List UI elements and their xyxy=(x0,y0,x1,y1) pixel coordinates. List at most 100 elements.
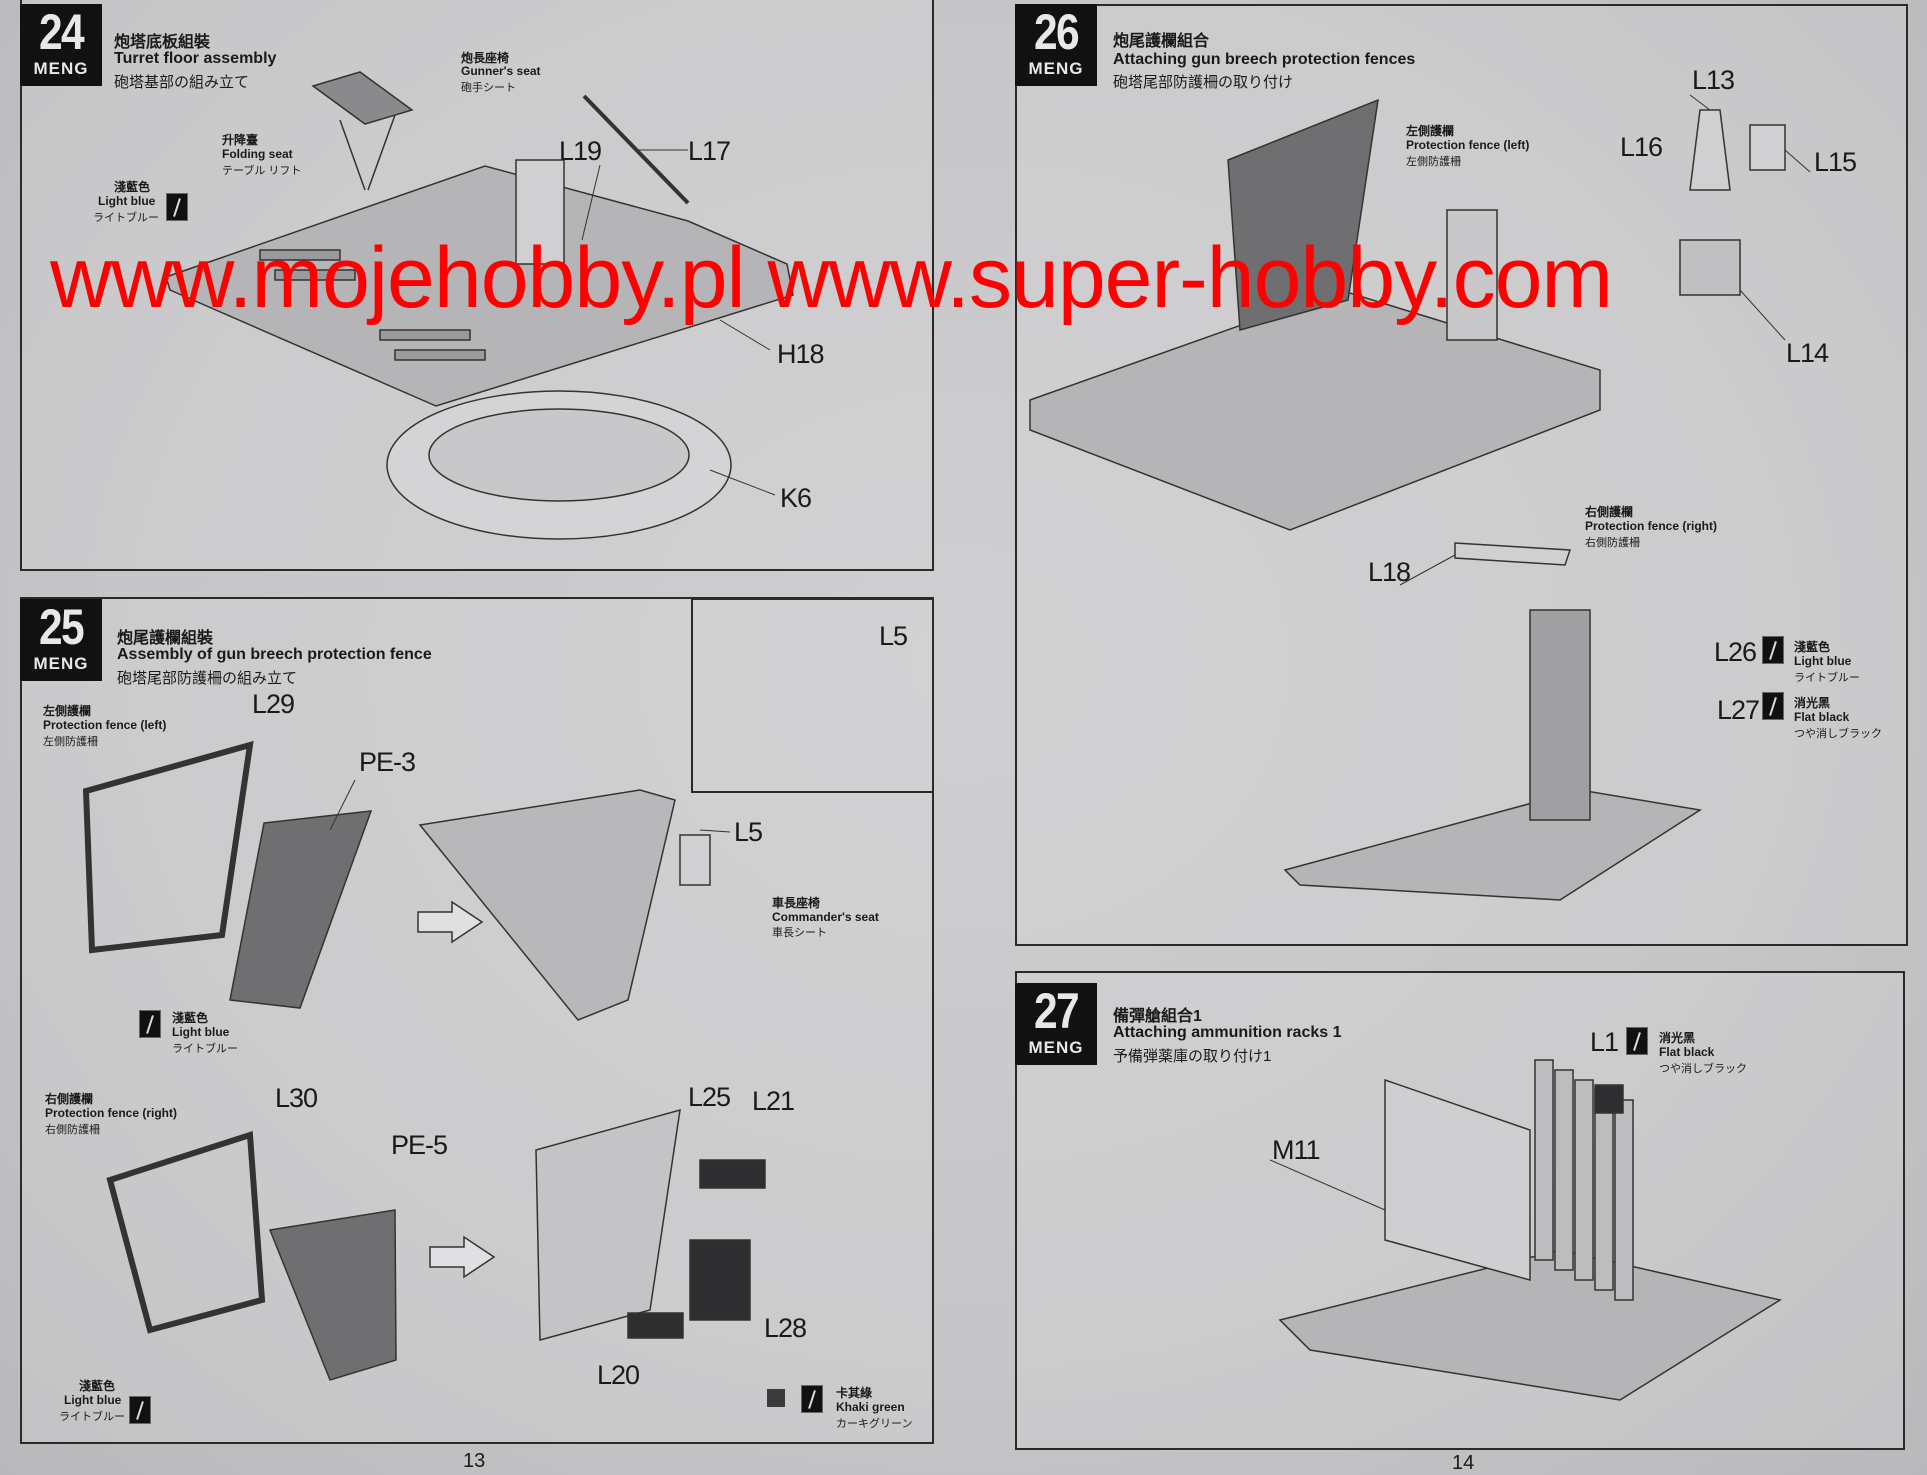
paint-ja: つや消しブラック xyxy=(1794,728,1882,740)
paint-brush-icon xyxy=(166,193,188,221)
paint-brush-icon xyxy=(129,1396,151,1424)
part-l13 xyxy=(1689,109,1731,191)
part-label: L1 xyxy=(1590,1027,1619,1057)
step-title-zh: 炮尾護欄組裝 xyxy=(117,630,214,647)
page-number-right: 14 xyxy=(1452,1452,1475,1474)
paint-brush-icon xyxy=(139,1010,161,1038)
part-label: L20 xyxy=(597,1360,640,1390)
part-label: L19 xyxy=(559,136,602,166)
callout-en: Gunner's seat xyxy=(461,64,541,78)
callout-ja: 左側防護柵 xyxy=(43,736,98,748)
step-title-zh: 炮塔底板組裝 xyxy=(114,34,211,51)
callout-ja: 砲手シート xyxy=(461,82,516,94)
frame-left xyxy=(82,740,254,954)
callout-ja: 右側防護柵 xyxy=(45,1124,100,1136)
paint-en: Flat black xyxy=(1659,1045,1715,1059)
meng-logo: MENG xyxy=(1028,1038,1084,1057)
paint-ja: ライトブルー xyxy=(59,1411,125,1423)
part-label: L25 xyxy=(688,1082,731,1112)
step-title-ja: 砲塔基部の組み立て xyxy=(114,74,250,91)
khaki-green-swatch xyxy=(767,1389,785,1407)
fence-right xyxy=(1529,609,1591,821)
part-label: L13 xyxy=(1692,65,1735,95)
part-label: L28 xyxy=(764,1313,807,1343)
part-label: PE-5 xyxy=(391,1130,448,1160)
callout-zh: 右側護欄 xyxy=(1585,505,1634,519)
step-number: 24 xyxy=(39,4,85,60)
callout-ja: 右側防護柵 xyxy=(1585,537,1640,549)
part-l18 xyxy=(1454,542,1572,566)
callout-en: Commander's seat xyxy=(772,910,879,924)
paint-brush-icon xyxy=(1762,636,1784,664)
part-label: L15 xyxy=(1814,147,1857,177)
paint-brush-icon xyxy=(1762,692,1784,720)
gunners-seat xyxy=(515,159,565,265)
mesh-pe5 xyxy=(268,1209,397,1381)
callout-zh: 炮長座椅 xyxy=(461,51,510,65)
part-label: L5 xyxy=(734,817,763,847)
step-title-zh: 備彈艙組合1 xyxy=(1113,1008,1202,1025)
step-number: 26 xyxy=(1034,4,1080,60)
paint-en: Khaki green xyxy=(836,1400,905,1414)
watermark-text: www.mojehobby.pl www.super-hobby.com xyxy=(50,230,1613,326)
meng-logo: MENG xyxy=(33,654,89,673)
callout-zh: 升降臺 xyxy=(222,133,259,147)
paint-ja: カーキグリーン xyxy=(836,1418,913,1430)
callout-en: Protection fence (right) xyxy=(1585,519,1718,533)
part-label: L26 xyxy=(1714,637,1757,667)
part-label: PE-3 xyxy=(359,747,416,777)
arrow-hollow xyxy=(417,900,484,944)
folding-seat xyxy=(311,71,414,125)
step-27-badge: 27 MENG xyxy=(1015,983,1097,1065)
page-number-left: 13 xyxy=(463,1450,486,1472)
step-title-ja: 砲塔尾部防護柵の組み立て xyxy=(117,670,298,687)
step-number: 27 xyxy=(1034,983,1080,1039)
part-label: L27 xyxy=(1717,695,1760,725)
callout-ja: 左側防護柵 xyxy=(1406,156,1461,168)
step-number: 25 xyxy=(39,599,85,655)
part-label: L18 xyxy=(1368,557,1411,587)
part-label: H18 xyxy=(777,339,825,369)
paint-en: Light blue xyxy=(1794,654,1852,668)
step-title-zh: 炮尾護欄組合 xyxy=(1113,33,1210,50)
part-label: L17 xyxy=(688,136,731,166)
part-label: L21 xyxy=(752,1086,795,1116)
part-label: L30 xyxy=(275,1083,318,1113)
callout-ja: テーブル リフト xyxy=(222,165,302,177)
paint-ja: つや消しブラック xyxy=(1659,1063,1747,1075)
paint-zh: 淺藍色 xyxy=(1794,640,1831,654)
meng-logo: MENG xyxy=(33,59,89,78)
frame-right xyxy=(106,1130,266,1334)
callout-ja: 車長シート xyxy=(772,927,827,939)
step-25-badge: 25 MENG xyxy=(20,599,102,681)
paint-ja: ライトブルー xyxy=(93,212,159,224)
paint-en: Light blue xyxy=(98,194,156,208)
step-title-en: Attaching ammunition racks 1 xyxy=(1113,1024,1342,1041)
step-title-ja: 予備弾薬庫の取り付け1 xyxy=(1113,1048,1272,1065)
step-title-en: Turret floor assembly xyxy=(114,50,277,67)
leader-lines xyxy=(329,94,1811,1211)
ammo-rack-m11 xyxy=(1384,1078,1531,1281)
step-26-badge: 26 MENG xyxy=(1015,4,1097,86)
paint-zh: 淺藍色 xyxy=(172,1011,209,1025)
part-label: M11 xyxy=(1272,1135,1321,1165)
callout-en: Protection fence (left) xyxy=(1406,138,1530,152)
part-label: K6 xyxy=(780,483,812,513)
callout-en: Folding seat xyxy=(222,147,293,161)
callout-zh: 車長座椅 xyxy=(772,896,821,910)
paint-zh: 淺藍色 xyxy=(79,1379,116,1393)
callout-zh: 右側護欄 xyxy=(45,1092,94,1106)
paint-zh: 卡其綠 xyxy=(836,1386,873,1400)
part-label: L14 xyxy=(1786,338,1829,368)
paint-en: Light blue xyxy=(172,1025,230,1039)
callout-en: Protection fence (left) xyxy=(43,718,167,732)
part-label: L29 xyxy=(252,689,295,719)
meng-logo: MENG xyxy=(1028,59,1084,78)
callout-zh: 左側護欄 xyxy=(1406,124,1455,138)
paint-ja: ライトブルー xyxy=(172,1043,238,1055)
step-title-en: Attaching gun breech protection fences xyxy=(1113,51,1416,68)
paint-brush-icon xyxy=(1626,1027,1648,1055)
paint-en: Flat black xyxy=(1794,710,1850,724)
detail-inset-box xyxy=(691,598,934,793)
